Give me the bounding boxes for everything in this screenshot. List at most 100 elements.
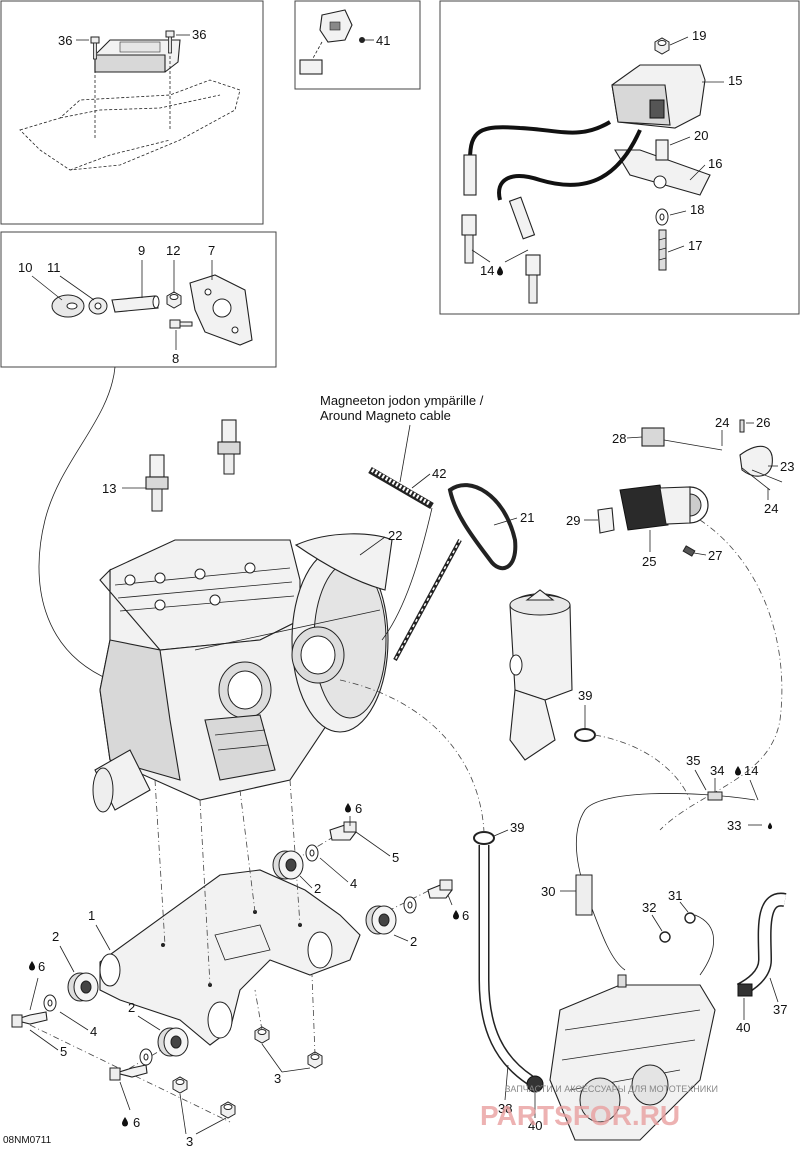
- ignition-coil-15: [611, 64, 706, 129]
- callout-3-a: 3: [274, 1071, 281, 1086]
- watermark: ЗАПЧАСТИ И АКСЕССУАРЫ ДЛЯ МОТОТЕХНИКИ PA…: [480, 1084, 718, 1131]
- chassis-frame-sketch: [19, 79, 241, 171]
- callout-7: 7: [208, 243, 215, 258]
- rubber-mount-2-b: [157, 1027, 189, 1057]
- inset-ignition-coil: 14 19 15 20 16 18 17: [439, 0, 800, 315]
- pin-27: [682, 545, 696, 557]
- rubber-mount-2-d: [365, 905, 397, 935]
- inset-sensor: 41: [294, 0, 421, 90]
- washer-4-a: [43, 994, 57, 1012]
- electronic-module: [94, 39, 181, 73]
- spark-plug-14-a: [461, 214, 477, 264]
- rubber-mount-2-a: [67, 972, 99, 1002]
- washer-4-b: [139, 1048, 153, 1066]
- inset-ecm-mount: 36 36: [0, 0, 264, 225]
- seal-10: [51, 294, 85, 318]
- callout-21: 21: [520, 510, 534, 525]
- leader-flange-to-engine: [38, 366, 116, 681]
- callout-15: 15: [728, 73, 742, 88]
- callout-6-c: 6: [355, 801, 362, 816]
- magneto-cable-note: Magneeton jodon ympärille / Around Magne…: [320, 393, 484, 483]
- callout-19: 19: [692, 28, 706, 43]
- sensor-41: [299, 9, 353, 75]
- lubricant-drop-icon: [735, 766, 741, 776]
- callout-32: 32: [642, 900, 656, 915]
- callout-11: 11: [47, 260, 61, 275]
- callout-5-a: 5: [60, 1044, 67, 1059]
- callout-39-upper: 39: [578, 688, 592, 703]
- nut-3-c: [172, 1076, 188, 1094]
- callout-40-right: 40: [736, 1020, 750, 1035]
- callout-40-bottom: 40: [528, 1118, 542, 1133]
- bolt-8: [169, 319, 193, 329]
- callout-29: 29: [566, 513, 580, 528]
- washer-4-d: [403, 896, 417, 914]
- callout-13: 13: [102, 481, 116, 496]
- callout-24-top: 24: [715, 415, 729, 430]
- lubricant-drop-icon: [29, 961, 35, 971]
- intake-flange-left: [218, 661, 272, 719]
- bracket-16: [614, 149, 711, 196]
- callout-6-b: 6: [133, 1115, 140, 1130]
- rubber-mount-2-c: [272, 850, 304, 880]
- spark-plug-13-a: [145, 454, 169, 512]
- callout-22: 22: [388, 528, 402, 543]
- dash-connector-harness: [659, 519, 783, 831]
- mount-centerline-nut-a: [254, 989, 263, 1031]
- note-line1: Magneeton jodon ympärille /: [320, 393, 484, 408]
- callout-37: 37: [773, 1002, 787, 1017]
- callout-16: 16: [708, 156, 722, 171]
- seal-29: [597, 507, 615, 534]
- module-connector-25: [619, 484, 709, 531]
- callout-8: 8: [172, 351, 179, 366]
- dash-magneto-line: [339, 679, 485, 833]
- washer-31: [684, 912, 696, 924]
- nut-3-d: [220, 1101, 236, 1119]
- engine-bracket-1: [99, 869, 361, 1046]
- clamp-39-upper: [574, 728, 596, 742]
- carburetor-assembly: [549, 974, 716, 1141]
- connector-28: [641, 427, 723, 451]
- bolt-36-right: [165, 30, 175, 130]
- callout-39-lower: 39: [510, 820, 524, 835]
- callout-26: 26: [756, 415, 770, 430]
- connector-34: [707, 791, 723, 801]
- callout-20: 20: [694, 128, 708, 143]
- callout-2-a: 2: [52, 929, 59, 944]
- high-tension-wires: [463, 120, 642, 240]
- bolt-5-c: [329, 821, 357, 841]
- watermark-brand: PARTSFOR.RU: [480, 1100, 680, 1131]
- callout-5-b: 5: [392, 850, 399, 865]
- callout-41: 41: [376, 33, 390, 48]
- clamp-40-bottom: [526, 1075, 544, 1093]
- callout-27: 27: [708, 548, 722, 563]
- note-line2: Around Magneto cable: [320, 408, 451, 423]
- leader-42-magneto: [381, 507, 433, 641]
- nut-12: [166, 291, 182, 309]
- lubricant-drop-icon: [122, 1117, 128, 1127]
- hose-31: [694, 914, 715, 976]
- watermark-tagline: ЗАПЧАСТИ И АКСЕССУАРЫ ДЛЯ МОТОТЕХНИКИ: [505, 1084, 718, 1094]
- clamp-40-right: [737, 983, 753, 997]
- callout-23: 23: [780, 459, 794, 474]
- callout-1: 1: [88, 908, 95, 923]
- engine-assembly: [92, 539, 389, 813]
- bolt-17: [658, 229, 667, 271]
- callout-14-main: 14: [744, 763, 758, 778]
- pipe-9: [111, 295, 160, 313]
- callout-38: 38: [498, 1101, 512, 1116]
- callout-9: 9: [138, 243, 145, 258]
- callout-14-inset: 14: [480, 263, 494, 278]
- document-code: 08NM0711: [3, 1135, 52, 1146]
- clip-32: [659, 931, 671, 943]
- dash-oil-line: [594, 734, 691, 801]
- callout-6-a: 6: [38, 959, 45, 974]
- fitting-35: [694, 769, 707, 791]
- intake-flange-right: [291, 626, 345, 684]
- oil-tank: [509, 589, 573, 761]
- magneto-cover-22: [294, 533, 393, 591]
- spark-plug-14-b: [525, 254, 541, 304]
- mount-centerline-nut-b: [311, 974, 316, 1056]
- spacer-20: [655, 139, 669, 161]
- washer-4-c: [305, 844, 319, 862]
